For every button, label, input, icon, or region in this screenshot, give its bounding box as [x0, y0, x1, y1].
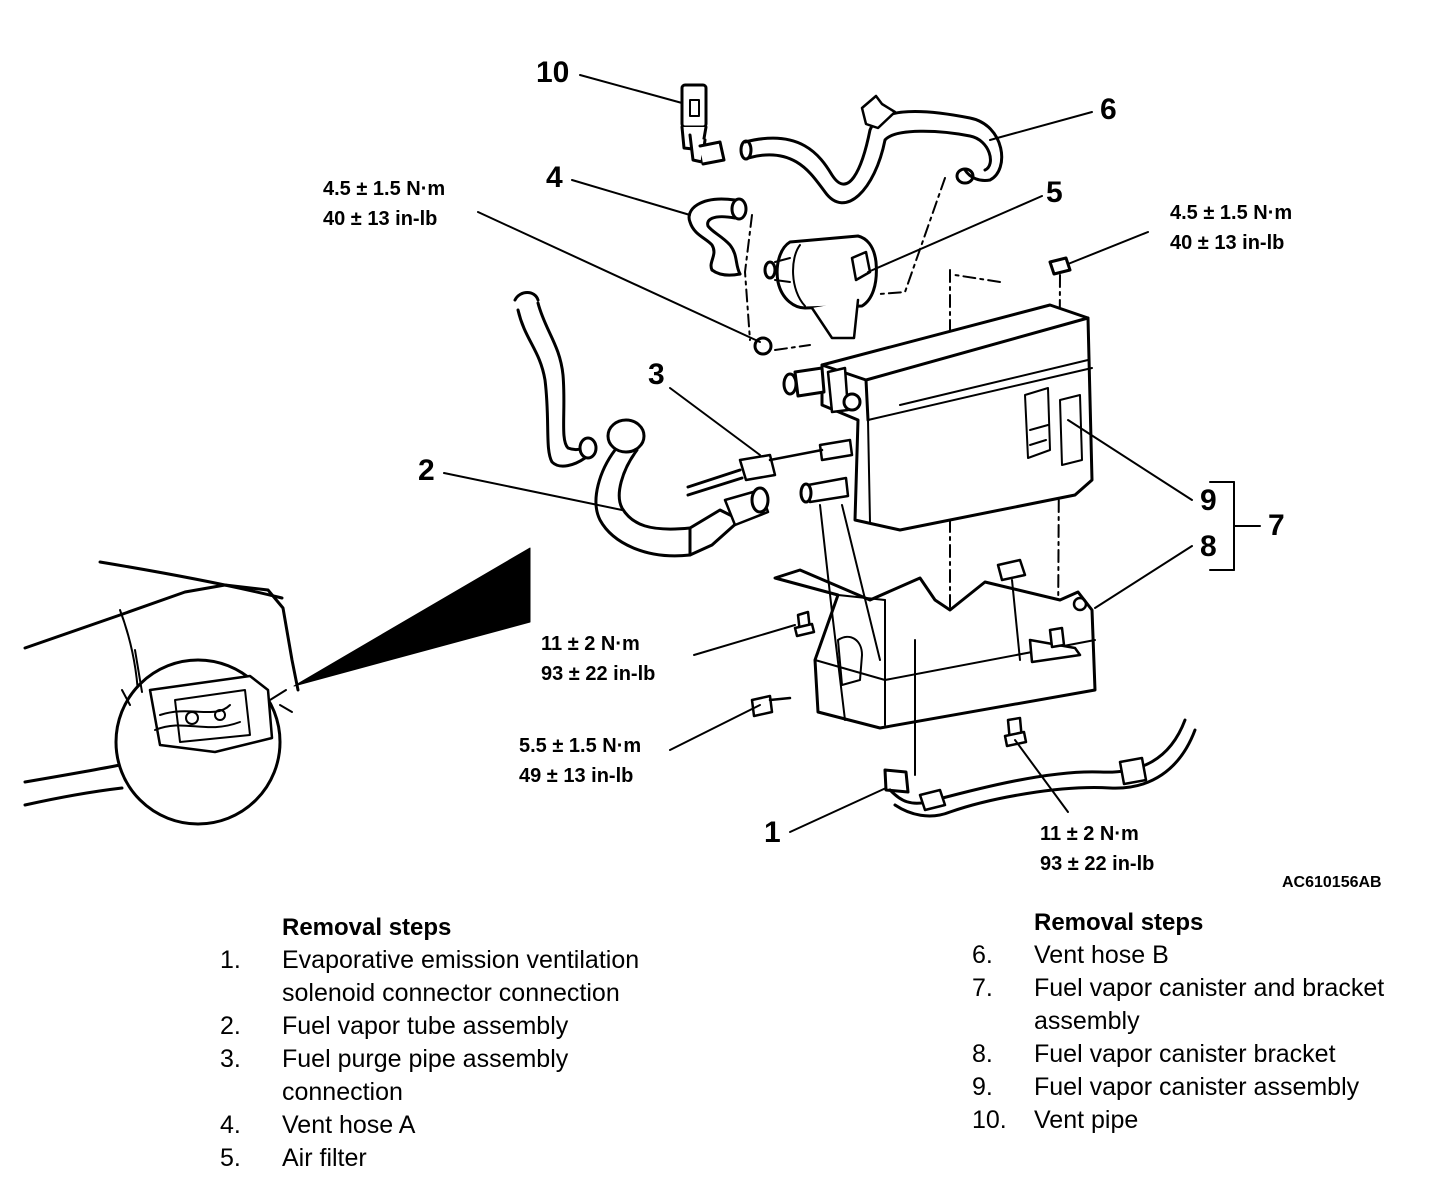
- vent-hose-b: [739, 94, 1004, 205]
- step-item: 6. Vent hose B: [972, 939, 1442, 972]
- step-text: Air filter: [282, 1144, 367, 1172]
- torque-metric: 11 ± 2 N·m: [1040, 823, 1139, 845]
- steps-heading: Removal steps: [1034, 909, 1204, 936]
- step-text: Fuel purge pipe assembly connection: [282, 1045, 569, 1106]
- bolts: [750, 610, 1066, 748]
- step-number: 9.: [972, 1073, 993, 1101]
- step-item: 7. Fuel vapor canister and bracket assem…: [972, 972, 1442, 1038]
- vent-hose-a: [687, 197, 748, 277]
- callout-6: 6: [1100, 93, 1117, 126]
- torque-vent-hose-nut: 4.5 ± 1.5 N·m 40 ± 13 in-lb: [323, 174, 445, 234]
- torque-canister-nut: 4.5 ± 1.5 N·m 40 ± 13 in-lb: [1170, 198, 1292, 258]
- callout-2: 2: [418, 454, 435, 487]
- air-filter: [763, 234, 878, 340]
- torque-bracket-bolt-bottom: 11 ± 2 N·m 93 ± 22 in-lb: [1040, 819, 1154, 879]
- callout-3: 3: [648, 358, 665, 391]
- removal-steps-right: Removal steps 6. Vent hose B 7. Fuel vap…: [972, 906, 1442, 1137]
- torque-metric: 4.5 ± 1.5 N·m: [1170, 202, 1293, 224]
- step-item: 8. Fuel vapor canister bracket: [972, 1038, 1442, 1071]
- solenoid-harness: [883, 639, 1197, 818]
- step-item: 9. Fuel vapor canister assembly: [972, 1071, 1442, 1104]
- callout-8: 8: [1200, 530, 1217, 563]
- diagram-artwork: [23, 74, 1261, 833]
- step-text: Fuel vapor tube assembly: [282, 1012, 569, 1040]
- fuel-vapor-tube: [513, 291, 770, 558]
- vehicle-inset: [23, 560, 300, 826]
- callout-7: 7: [1268, 509, 1285, 542]
- step-number: 10.: [972, 1106, 1007, 1134]
- torque-imperial: 40 ± 13 in-lb: [323, 208, 438, 230]
- step-text: Fuel vapor canister and bracket assembly: [1034, 974, 1385, 1035]
- step-number: 2.: [220, 1012, 241, 1040]
- callout-5: 5: [1046, 176, 1063, 209]
- step-item: 1. Evaporative emission ventilation sole…: [220, 944, 700, 1010]
- step-text: Evaporative emission ventilation solenoi…: [282, 946, 640, 1007]
- torque-metric: 4.5 ± 1.5 N·m: [323, 178, 446, 200]
- canister-bracket: [773, 504, 1097, 730]
- leader-lines: [443, 74, 1261, 833]
- view-cone: [293, 547, 531, 687]
- step-item: 4. Vent hose A: [220, 1109, 700, 1142]
- step-text: Fuel vapor canister assembly: [1034, 1073, 1360, 1101]
- step-number: 4.: [220, 1111, 241, 1139]
- step-number: 3.: [220, 1045, 241, 1073]
- step-text: Vent pipe: [1034, 1106, 1139, 1134]
- callout-9: 9: [1200, 484, 1217, 517]
- figure-code: AC610156AB: [1282, 874, 1382, 891]
- torque-imperial: 40 ± 13 in-lb: [1170, 232, 1285, 254]
- torque-metric: 5.5 ± 1.5 N·m: [519, 735, 642, 757]
- step-number: 6.: [972, 941, 993, 969]
- step-text: Vent hose B: [1034, 941, 1169, 969]
- torque-bracket-bolt-left: 11 ± 2 N·m 93 ± 22 in-lb: [541, 629, 655, 689]
- fuel-purge-pipe: [686, 448, 824, 497]
- steps-heading: Removal steps: [282, 914, 452, 941]
- step-item: 5. Air filter: [220, 1142, 700, 1175]
- vent-pipe: [680, 83, 726, 166]
- torque-metric: 11 ± 2 N·m: [541, 633, 640, 655]
- step-number: 8.: [972, 1040, 993, 1068]
- step-number: 7.: [972, 974, 993, 1002]
- torque-imperial: 93 ± 22 in-lb: [1040, 853, 1155, 875]
- step-item: 10. Vent pipe: [972, 1104, 1442, 1137]
- exploded-diagram: 10 6 4 5 3 2 9 7 8 1 4.5 ± 1.5 N·m 40 ± …: [23, 56, 1382, 891]
- callout-4: 4: [546, 161, 563, 194]
- fuel-vapor-canister: [782, 303, 1094, 532]
- removal-steps-left: Removal steps 1. Evaporative emission ve…: [220, 911, 700, 1175]
- canister-nut: [1048, 256, 1072, 276]
- callout-1: 1: [764, 816, 781, 849]
- callout-10: 10: [536, 56, 570, 89]
- step-number: 1.: [220, 946, 241, 974]
- step-item: 3. Fuel purge pipe assembly connection: [220, 1043, 700, 1109]
- step-text: Fuel vapor canister bracket: [1034, 1040, 1336, 1068]
- step-item: 2. Fuel vapor tube assembly: [220, 1010, 700, 1043]
- step-number: 5.: [220, 1144, 241, 1172]
- torque-imperial: 93 ± 22 in-lb: [541, 663, 656, 685]
- torque-bracket-bolt-lower: 5.5 ± 1.5 N·m 49 ± 13 in-lb: [519, 731, 641, 791]
- step-text: Vent hose A: [282, 1111, 416, 1139]
- torque-imperial: 49 ± 13 in-lb: [519, 765, 634, 787]
